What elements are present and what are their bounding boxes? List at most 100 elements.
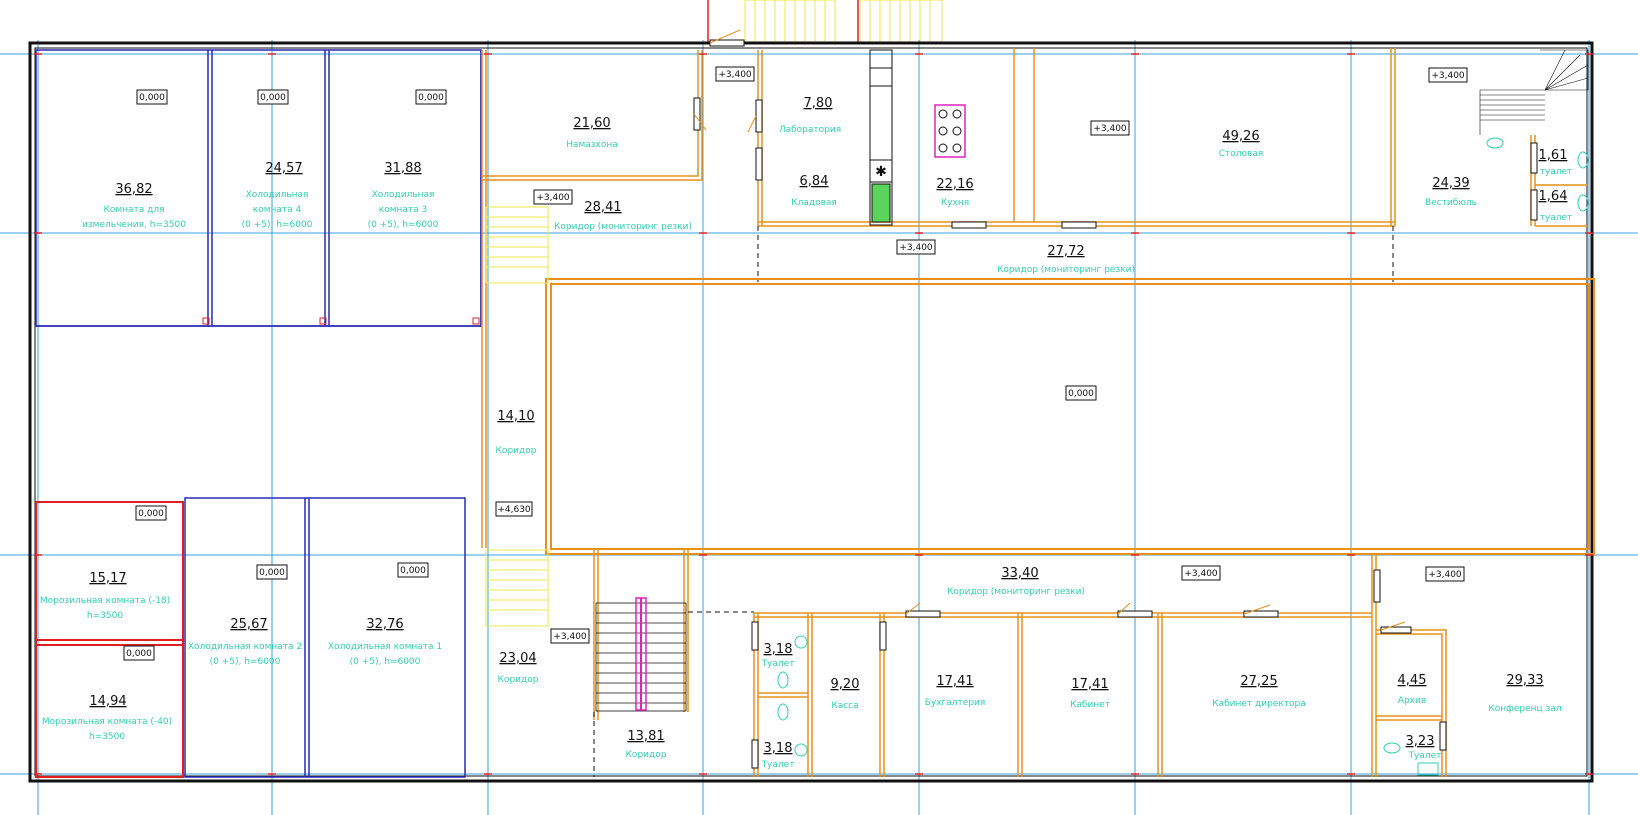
svg-text:h=3500: h=3500: [87, 611, 123, 621]
svg-text:Холодильная комната 1: Холодильная комната 1: [328, 642, 442, 652]
level-mark: +3,400: [1181, 565, 1221, 581]
level-mark: +4,630: [495, 501, 533, 517]
svg-text:1,61: 1,61: [1539, 148, 1568, 163]
freezer-rooms: [35, 501, 184, 778]
svg-text:Кабинет директора: Кабинет директора: [1212, 699, 1306, 709]
svg-text:27,72: 27,72: [1047, 244, 1084, 259]
svg-text:9,20: 9,20: [831, 677, 860, 692]
svg-text:0,000: 0,000: [138, 509, 164, 519]
svg-text:Касса: Касса: [831, 701, 858, 711]
partitions: [481, 48, 1588, 777]
svg-text:25,67: 25,67: [230, 617, 267, 632]
svg-text:✱: ✱: [875, 164, 887, 180]
svg-text:0,000: 0,000: [418, 93, 444, 103]
svg-text:13,81: 13,81: [627, 729, 664, 744]
doors: [693, 39, 1538, 769]
svg-text:Морозильная комната (-40): Морозильная комната (-40): [42, 717, 172, 727]
level-marks: 0,000 0,000 0,000 +3,400 +3,400 +3,400 +…: [123, 66, 1468, 661]
svg-text:Бухгалтерия: Бухгалтерия: [925, 698, 986, 708]
svg-text:32,76: 32,76: [366, 617, 403, 632]
svg-text:33,40: 33,40: [1001, 566, 1038, 581]
svg-text:4,45: 4,45: [1398, 673, 1427, 688]
svg-text:Кладовая: Кладовая: [791, 198, 837, 208]
svg-text:27,25: 27,25: [1240, 674, 1277, 689]
level-mark: +3,400: [1425, 566, 1465, 582]
level-mark: 0,000: [136, 89, 168, 105]
svg-text:комната 3: комната 3: [379, 205, 427, 215]
svg-text:49,26: 49,26: [1222, 129, 1259, 144]
svg-text:Архив: Архив: [1398, 696, 1426, 706]
svg-text:28,41: 28,41: [584, 200, 621, 215]
svg-text:0,000: 0,000: [1068, 389, 1094, 399]
svg-text:Столовая: Столовая: [1219, 149, 1264, 159]
svg-text:Холодильная: Холодильная: [246, 190, 309, 200]
svg-text:+3,400: +3,400: [553, 632, 587, 642]
level-mark: +3,400: [550, 628, 590, 644]
svg-text:туалет: туалет: [1540, 213, 1573, 223]
svg-text:(0 +5), h=6000: (0 +5), h=6000: [242, 220, 313, 230]
svg-text:Комната для: Комната для: [103, 205, 164, 215]
svg-text:0,000: 0,000: [260, 93, 286, 103]
svg-text:+3,400: +3,400: [536, 193, 570, 203]
svg-text:7,80: 7,80: [804, 96, 833, 111]
svg-text:Туалет: Туалет: [761, 760, 795, 770]
room-label: 1,64 туалет: [1539, 189, 1573, 223]
svg-text:+3,400: +3,400: [1093, 124, 1127, 134]
svg-text:измельчения, h=3500: измельчения, h=3500: [82, 220, 186, 230]
level-mark: 0,000: [123, 645, 155, 661]
svg-text:0,000: 0,000: [400, 566, 426, 576]
svg-text:17,41: 17,41: [1071, 677, 1108, 692]
svg-text:3,18: 3,18: [764, 741, 793, 756]
level-mark: 0,000: [257, 89, 289, 105]
toilet-fixtures: [777, 137, 1589, 776]
level-mark: +3,400: [715, 66, 755, 82]
level-mark: 0,000: [256, 564, 288, 580]
svg-text:1,64: 1,64: [1539, 189, 1568, 204]
svg-text:(0 +5), h=6000: (0 +5), h=6000: [368, 220, 439, 230]
svg-text:Коридор (мониторинг резки): Коридор (мониторинг резки): [554, 222, 692, 232]
level-mark: +3,400: [1090, 120, 1130, 136]
svg-text:+3,400: +3,400: [1184, 569, 1218, 579]
level-mark: +3,400: [533, 189, 573, 205]
level-mark: 0,000: [397, 562, 429, 578]
cold-rooms-top: [35, 49, 482, 327]
svg-text:22,16: 22,16: [936, 177, 973, 192]
svg-text:+3,400: +3,400: [1428, 570, 1462, 580]
svg-text:6,84: 6,84: [800, 174, 829, 189]
level-mark: 0,000: [1065, 385, 1097, 401]
svg-text:+3,400: +3,400: [1431, 71, 1465, 81]
svg-text:Холодильная: Холодильная: [372, 190, 435, 200]
kitchen-equipment: ✱: [869, 49, 966, 226]
svg-text:+3,400: +3,400: [899, 243, 933, 253]
svg-text:h=3500: h=3500: [89, 732, 125, 742]
svg-text:Кухня: Кухня: [941, 198, 969, 208]
central-hall: [545, 278, 1595, 555]
svg-text:Туалет: Туалет: [761, 659, 795, 669]
cold-rooms-bottom: [184, 497, 466, 778]
level-mark: +3,400: [896, 239, 936, 255]
svg-text:Морозильная комната (-18): Морозильная комната (-18): [40, 596, 170, 606]
svg-text:Конференц зал: Конференц зал: [1488, 704, 1561, 714]
svg-text:комната 4: комната 4: [253, 205, 302, 215]
svg-text:Кабинет: Кабинет: [1070, 700, 1110, 710]
svg-text:15,17: 15,17: [89, 571, 126, 586]
svg-text:(0 +5), h=6000: (0 +5), h=6000: [350, 657, 421, 667]
svg-text:Коридор: Коридор: [626, 750, 667, 760]
svg-text:3,18: 3,18: [764, 642, 793, 657]
